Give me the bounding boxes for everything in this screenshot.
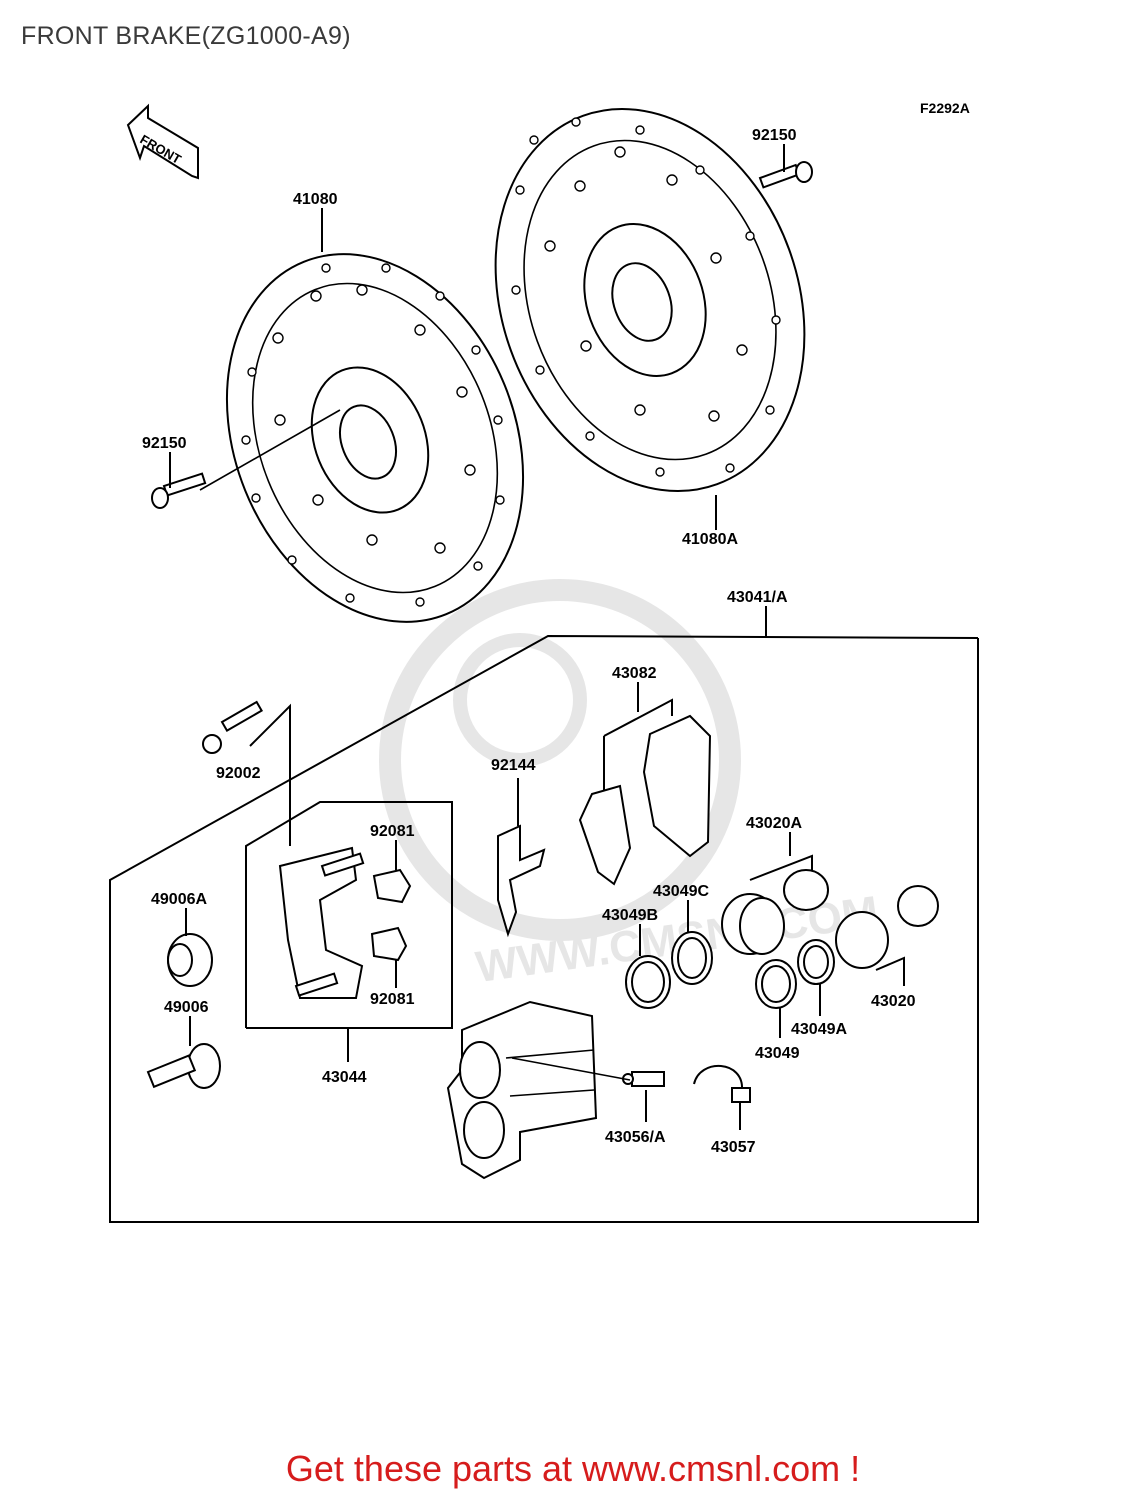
label-92144: 92144: [491, 757, 536, 774]
exploded-view-diagram: WWW.CMSNL.COM FRONT F2292A: [109, 65, 979, 1223]
label-49006: 49006: [164, 999, 209, 1016]
page-title: FRONT BRAKE(ZG1000-A9): [21, 22, 351, 50]
label-92002: 92002: [216, 765, 261, 782]
label-43020a: 43020A: [746, 815, 802, 832]
bolt-92150-left[interactable]: [151, 472, 207, 509]
bolt-92150-top[interactable]: [758, 161, 813, 189]
label-43082: 43082: [612, 665, 657, 682]
label-43049b: 43049B: [602, 907, 658, 924]
bleeder-cap-43057[interactable]: [693, 1064, 751, 1103]
dust-seal-43020a-cap[interactable]: [783, 869, 829, 911]
pad-spring-92081-bottom[interactable]: [370, 926, 408, 962]
caliper-assembly-outline: [109, 606, 979, 1223]
caliper-body[interactable]: [446, 1000, 598, 1180]
front-arrow-icon: FRONT: [126, 103, 199, 180]
seal-43049a[interactable]: [797, 939, 835, 985]
seal-43049b[interactable]: [625, 955, 671, 1009]
figure-code: F2292A: [920, 100, 970, 116]
dust-seal-43020-cap[interactable]: [897, 885, 939, 927]
bleeder-valve-43056a[interactable]: [622, 1071, 665, 1087]
label-43049c: 43049C: [653, 883, 709, 900]
dust-boot-49006a[interactable]: [167, 933, 213, 987]
seal-43049[interactable]: [755, 959, 797, 1009]
label-43020: 43020: [871, 993, 916, 1010]
label-92081-bottom: 92081: [370, 991, 415, 1008]
label-92150-left: 92150: [142, 435, 187, 452]
front-arrow-label: FRONT: [138, 132, 184, 167]
label-43057: 43057: [711, 1139, 756, 1156]
brake-disc-41080[interactable]: [174, 209, 576, 666]
brake-pads-43082[interactable]: [578, 698, 712, 886]
watermark: WWW.CMSNL.COM: [379, 579, 881, 992]
anti-rattle-spring-92144[interactable]: [497, 824, 546, 938]
caliper-bracket[interactable]: [278, 846, 365, 999]
brake-disc-41080a[interactable]: [444, 65, 856, 535]
label-92081-top: 92081: [370, 823, 415, 840]
slide-pin-49006[interactable]: [146, 1043, 221, 1089]
label-43056a: 43056/A: [605, 1129, 666, 1146]
bolt-92002[interactable]: [202, 700, 264, 754]
label-92150-top: 92150: [752, 127, 797, 144]
pad-spring-92081-top[interactable]: [372, 868, 412, 904]
label-43049: 43049: [755, 1045, 800, 1062]
label-41080a: 41080A: [682, 531, 738, 548]
seal-43049c[interactable]: [671, 931, 713, 985]
piston-43020[interactable]: [835, 911, 889, 969]
label-41080: 41080: [293, 191, 338, 208]
label-43041a: 43041/A: [727, 589, 788, 606]
piston-43020a[interactable]: [721, 893, 785, 955]
label-43044: 43044: [322, 1069, 367, 1086]
footer-link[interactable]: Get these parts at www.cmsnl.com !: [285, 1448, 861, 1489]
label-43049a: 43049A: [791, 1021, 847, 1038]
label-49006a: 49006A: [151, 891, 207, 908]
